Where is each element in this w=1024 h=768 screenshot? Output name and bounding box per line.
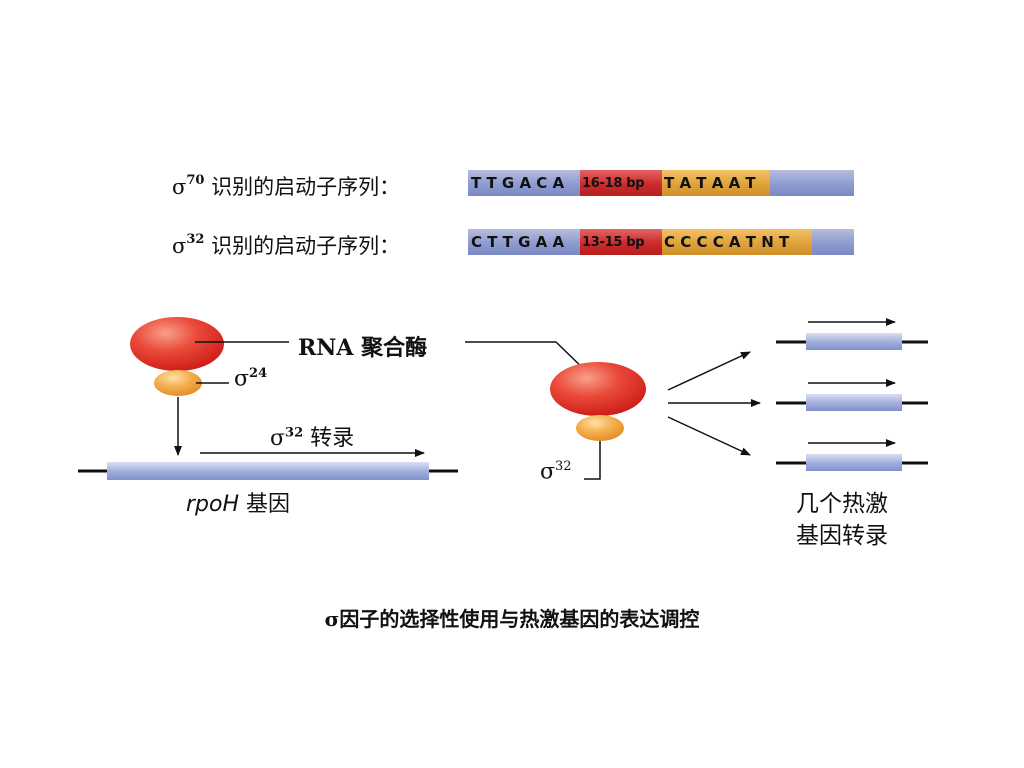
promoter-label-sigma32: σ32 识别的启动子序列： xyxy=(172,230,400,260)
rpoh-gene-name: rpoH xyxy=(186,492,240,517)
arrow-to-gene-1 xyxy=(667,351,751,391)
sigma-symbol: σ xyxy=(234,366,250,392)
sigma-superscript: 70 xyxy=(186,173,205,188)
spacer-length: 16-18 bp xyxy=(582,175,645,191)
rna-polymerase-right xyxy=(550,362,646,416)
heat-shock-gene-2 xyxy=(776,379,928,411)
promoter-label-sigma70: σ70 识别的启动子序列： xyxy=(172,171,400,201)
heat-shock-gene-1 xyxy=(776,318,928,350)
rna-polymerase-label: RNA 聚合酶 xyxy=(298,330,427,362)
sigma-superscript: 32 xyxy=(555,459,572,474)
spacer-region: 16-18 bp xyxy=(580,170,662,196)
rna-polymerase-left xyxy=(130,317,224,371)
sigma24-factor xyxy=(154,370,202,396)
rpoh-gene-suffix: 基因 xyxy=(246,492,291,517)
minus10-box: C C C C A T N T xyxy=(662,229,812,255)
minus35-sequence: C T T G A A xyxy=(471,233,565,251)
spacer-length: 13-15 bp xyxy=(582,234,645,250)
transcription-text: 转录 xyxy=(310,426,355,451)
promoter-bar-sigma32: C T T G A A 13-15 bp C C C C A T N T xyxy=(468,229,854,255)
sigma-superscript: 32 xyxy=(186,232,205,247)
promoter-bar-sigma70: T T G A C A 16-18 bp T A T A A T xyxy=(468,170,854,196)
minus35-sequence: T T G A C A xyxy=(471,174,565,192)
sigma32-factor xyxy=(576,415,624,441)
minus35-box: T T G A C A xyxy=(468,170,580,196)
heat-shock-label: 几个热激 基因转录 xyxy=(796,488,888,552)
sigma-symbol: σ xyxy=(270,426,286,451)
promoter-label-text: 识别的启动子序列： xyxy=(211,234,401,258)
sigma-symbol: σ xyxy=(540,459,556,485)
rna-polymerase-text: RNA 聚合酶 xyxy=(298,335,428,361)
minus10-sequence: C C C C A T N T xyxy=(664,233,790,251)
minus10-sequence: T A T A A T xyxy=(664,174,756,192)
sigma-symbol: σ xyxy=(172,175,187,199)
sigma-superscript: 24 xyxy=(249,366,268,381)
spacer-region: 13-15 bp xyxy=(580,229,662,255)
arrow-to-gene-3 xyxy=(667,416,751,456)
sigma24-label: σ24 xyxy=(234,366,267,391)
figure-caption: σ因子的选择性使用与热激基因的表达调控 xyxy=(0,603,1024,632)
downstream-region xyxy=(770,170,854,196)
sigma32-right-label: σ32 xyxy=(540,459,572,484)
heat-shock-gene-3 xyxy=(776,439,928,471)
heat-shock-label-line2: 基因转录 xyxy=(796,523,888,549)
figure-caption-text: σ因子的选择性使用与热激基因的表达调控 xyxy=(324,607,700,631)
downstream-region xyxy=(812,229,854,255)
sigma32-transcription-label: σ32 转录 xyxy=(270,420,354,452)
rpoh-gene-label: rpoH 基因 xyxy=(186,486,290,518)
heat-shock-label-line1: 几个热激 xyxy=(796,491,888,517)
sigma32-pointer xyxy=(584,441,601,480)
promoter-label-text: 识别的启动子序列： xyxy=(211,175,401,199)
rpoh-gene-bar xyxy=(107,462,429,480)
sigma-symbol: σ xyxy=(172,234,187,258)
sigma-superscript: 32 xyxy=(285,425,304,441)
minus10-box: T A T A A T xyxy=(662,170,770,196)
minus35-box: C T T G A A xyxy=(468,229,580,255)
